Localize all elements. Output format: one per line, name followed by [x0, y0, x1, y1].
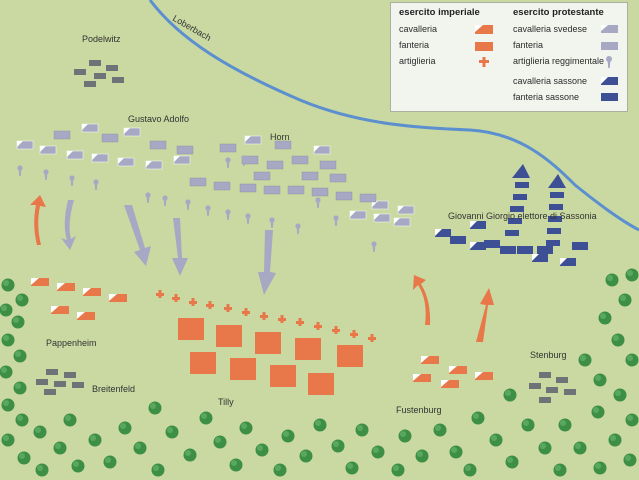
commander-horn: Horn [270, 132, 290, 142]
legend-swedish-infantry-swatch [601, 42, 618, 50]
place-stenburg: Stenburg [530, 350, 567, 360]
legend-saxon-cavalry-label: cavalleria sassone [513, 76, 588, 86]
legend-imperial-artillery-label: artiglieria [399, 56, 436, 66]
imperial-infantry [178, 318, 363, 395]
place-breitenfeld: Breitenfeld [92, 384, 135, 394]
legend-imperial-cavalry-label: cavalleria [399, 24, 438, 34]
arrow-saxon-retreat-2 [546, 174, 566, 246]
commander-fustenburg: Fustenburg [396, 405, 442, 415]
legend-swedish-cavalry-swatch [601, 25, 618, 33]
arrow-swedish-advance-1 [124, 205, 151, 266]
commander-giovanni-giorgio: Giovanni Giorgio elettore di Sassonia [448, 211, 597, 221]
arrow-imperial-right [476, 288, 494, 342]
arrow-pappenheim-charge [61, 200, 76, 250]
commander-gustavo-adolfo: Gustavo Adolfo [128, 114, 189, 124]
legend-protestant-swatches [601, 25, 618, 101]
legend-saxon-infantry-label: fanteria sassone [513, 92, 580, 102]
legend-swedish-artillery-label: artiglieria reggimentale [513, 56, 605, 66]
commander-pappenheim: Pappenheim [46, 338, 97, 348]
river-loberbach [148, 0, 639, 232]
legend-imperial-infantry-swatch [475, 42, 493, 51]
legend-imperial-artillery-swatch [479, 57, 489, 67]
legend-protestant-title: esercito protestante [513, 7, 604, 18]
legend-saxon-cavalry-swatch [601, 77, 618, 85]
legend-swedish-infantry-label: fanteria [513, 40, 544, 50]
legend-swedish-artillery-swatch [606, 56, 612, 68]
arrow-imperial-left [413, 275, 431, 325]
arrow-swedish-counterattack [30, 195, 46, 245]
legend-swedish-cavalry-label: cavalleria svedese [513, 24, 588, 34]
legend-saxon-infantry-swatch [601, 93, 618, 101]
legend-imperial-cavalry-swatch [475, 25, 493, 34]
arrow-swedish-advance-2 [172, 218, 188, 276]
arrow-swedish-advance-3 [258, 230, 276, 295]
arrow-saxon-retreat-1 [505, 164, 530, 236]
commander-tilly: Tilly [218, 397, 234, 407]
attack-arrows [30, 164, 566, 342]
legend-imperial-swatches [475, 25, 493, 67]
legend-imperial-title: esercito imperiale [399, 7, 480, 18]
legend-imperial-infantry-label: fanteria [399, 40, 430, 50]
legend: esercito imperiale esercito protestante … [390, 2, 628, 112]
place-podelwitz: Podelwitz [82, 34, 121, 44]
